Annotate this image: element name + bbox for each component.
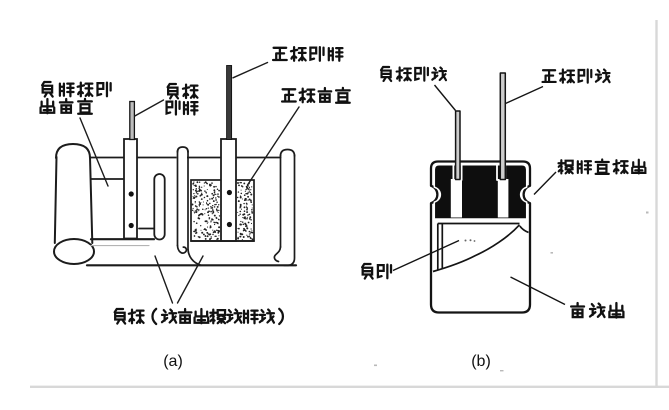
svg-text:(a): (a) [163,353,183,370]
svg-text:(b): (b) [471,353,491,370]
